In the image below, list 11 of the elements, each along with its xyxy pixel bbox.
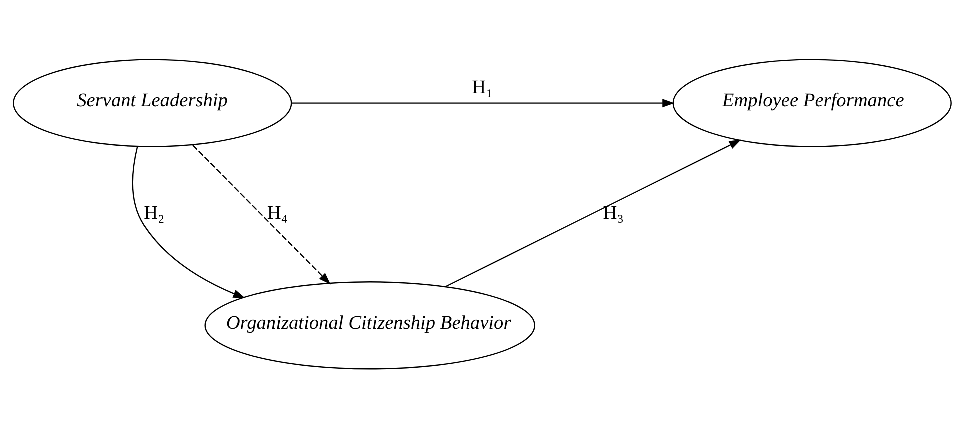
edge-label: H₁ xyxy=(472,76,493,98)
edge-label: H₄ xyxy=(267,202,288,224)
edge-label: H₂ xyxy=(144,202,165,224)
arrow xyxy=(292,98,675,108)
arrow xyxy=(192,144,331,284)
node-ellipse: Organizational Citizenship Behavior xyxy=(204,281,536,370)
arrow xyxy=(132,146,246,298)
arrow xyxy=(445,139,742,287)
edge-label: H₃ xyxy=(603,202,624,224)
node-ellipse: Employee Performance xyxy=(672,58,952,147)
node-ellipse: Servant Leadership xyxy=(13,58,292,147)
